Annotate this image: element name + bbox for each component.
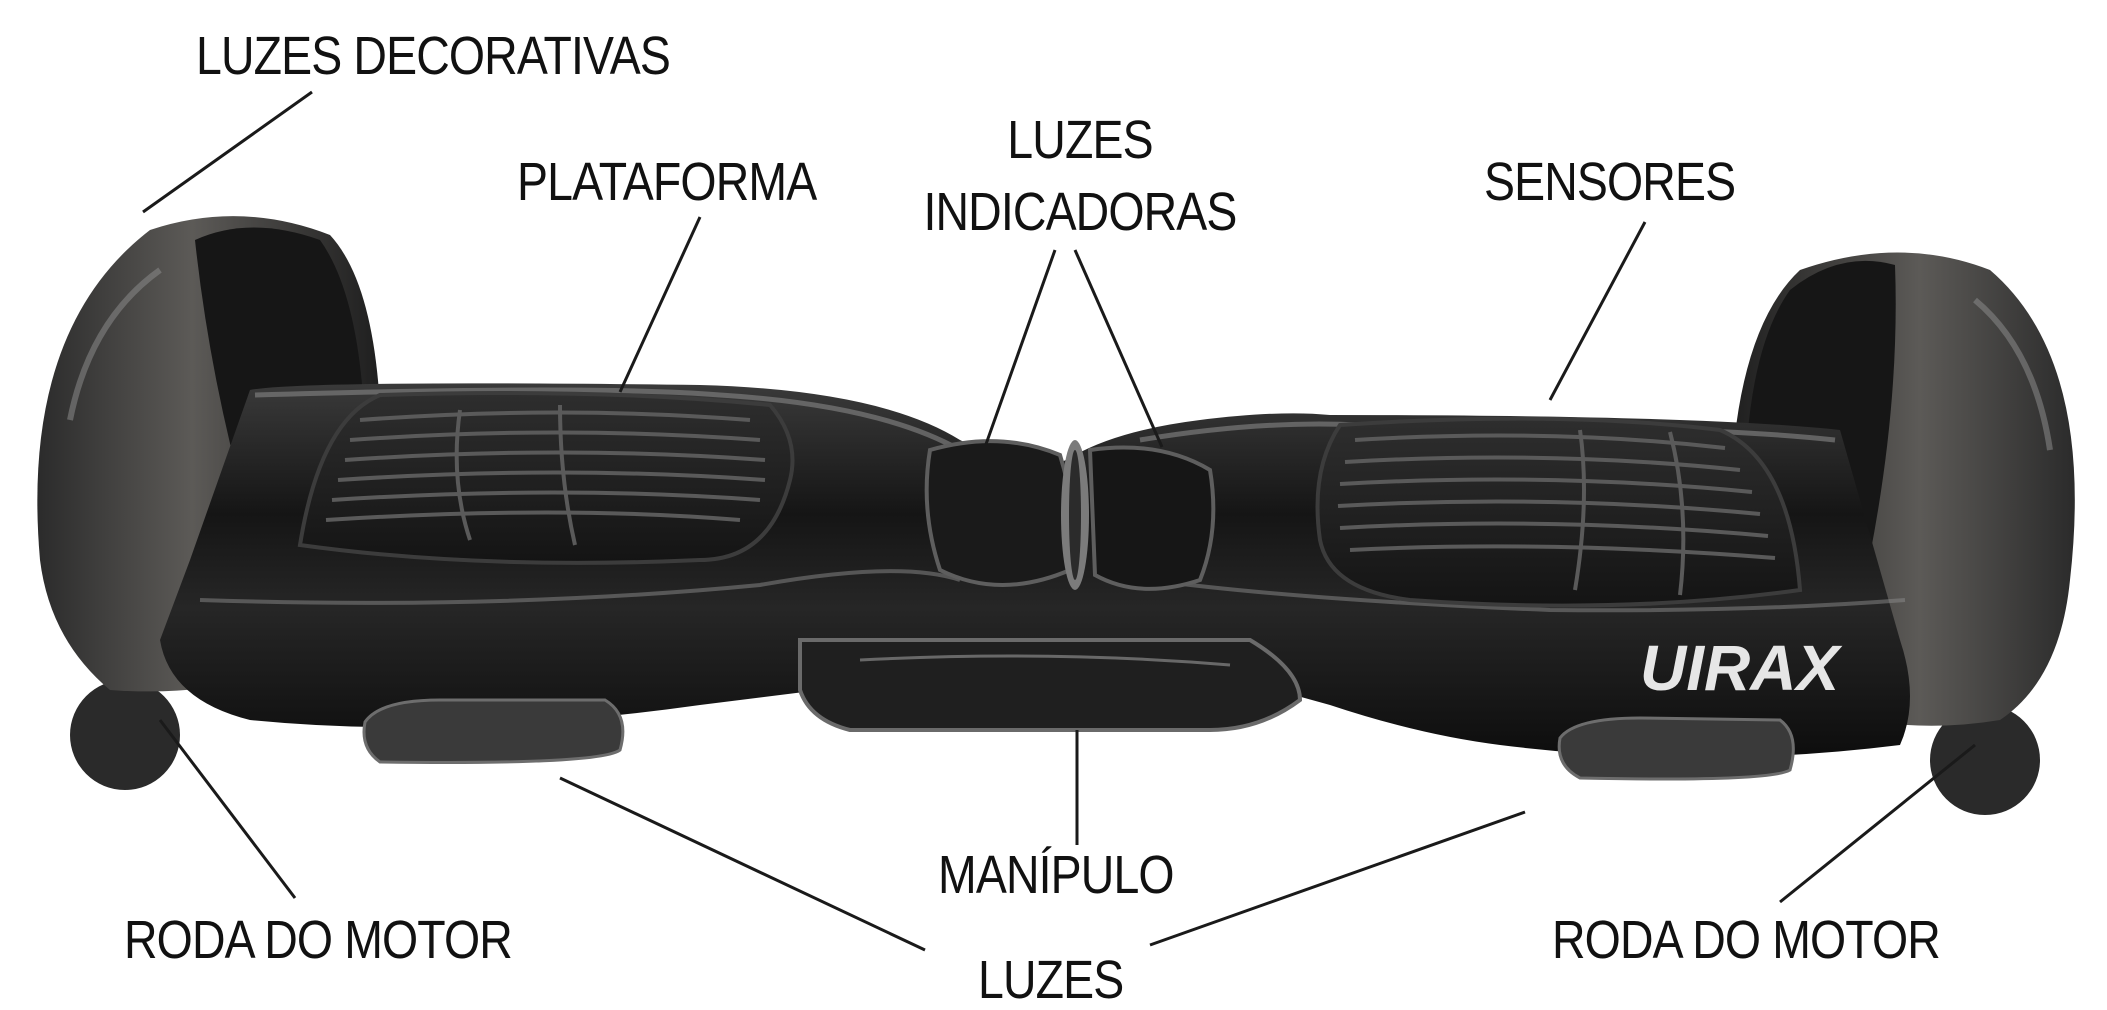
leader-luzes-decorativas <box>142 90 313 214</box>
handle <box>798 638 1303 732</box>
leader-plataforma <box>618 216 702 393</box>
label-roda-do-motor-right: RODA DO MOTOR <box>1552 910 1941 970</box>
label-luzes-indicadoras-line1: LUZES <box>1007 110 1153 170</box>
right-foot-pad <box>1315 416 1803 608</box>
leader-roda-left <box>158 719 297 899</box>
label-luzes: LUZES <box>978 950 1124 1010</box>
leader-luzes-right <box>1149 810 1526 947</box>
label-manipulo: MANÍPULO <box>938 845 1175 905</box>
leader-luzes-indicadoras-left <box>983 249 1057 448</box>
label-luzes-decorativas: LUZES DECORATIVAS <box>196 26 671 86</box>
label-plataforma: PLATAFORMA <box>517 152 817 212</box>
label-roda-do-motor-left: RODA DO MOTOR <box>124 910 513 970</box>
label-luzes-indicadoras-line2: INDICADORAS <box>923 182 1237 242</box>
leader-lines <box>142 90 1976 952</box>
front-lights <box>362 698 1795 781</box>
left-foot-pad <box>297 390 795 565</box>
leader-roda-right <box>1779 743 1976 904</box>
leader-sensores <box>1548 221 1647 401</box>
center-pivot <box>924 439 1216 591</box>
brand-logo: UIRAX <box>1640 632 1842 704</box>
label-sensores: SENSORES <box>1484 152 1736 212</box>
leader-luzes-indicadoras-right <box>1073 249 1164 448</box>
leader-luzes-left <box>559 776 926 952</box>
